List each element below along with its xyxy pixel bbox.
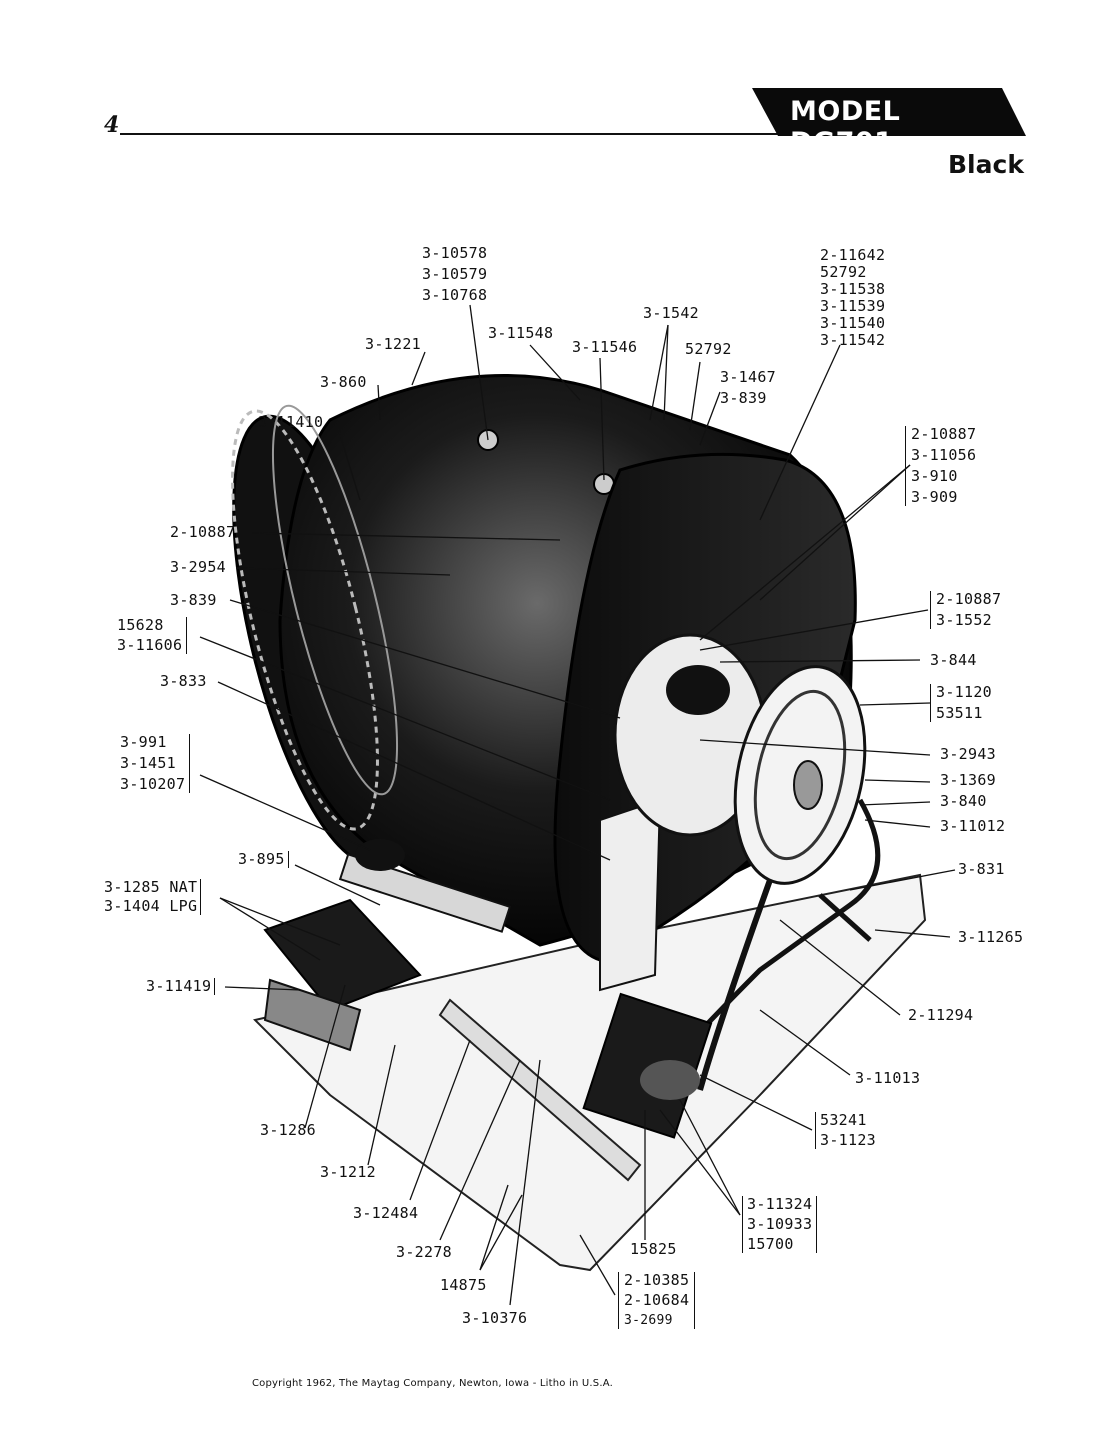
- label-group-3-1285: 3-1285 NAT 3-1404 LPG: [104, 878, 202, 915]
- label-group-15628: 15628 3-11606: [117, 616, 188, 654]
- part-label: 3-839: [170, 591, 217, 609]
- part-label: 3-1369: [940, 771, 996, 789]
- part-label: 3-991: [120, 733, 167, 751]
- part-label: 14875: [440, 1276, 487, 1294]
- part-label: 3-839: [720, 389, 767, 407]
- part-label: 3-11542: [820, 331, 886, 349]
- part-label: 3-11324: [747, 1195, 813, 1213]
- part-label: 2-10887: [936, 590, 1002, 608]
- part-label: 3-2278: [396, 1243, 452, 1261]
- part-label: 2-10385: [624, 1271, 690, 1289]
- part-label: 2-11642: [820, 246, 886, 264]
- part-label: 2-10684: [624, 1291, 690, 1309]
- part-label: 52792: [685, 340, 732, 358]
- part-label: 52792: [820, 263, 867, 281]
- part-label: 3-1552: [936, 611, 992, 629]
- burner-assembly: [263, 839, 512, 1052]
- motor-belt-assembly: [582, 798, 881, 1139]
- part-label: 3-11548: [488, 324, 554, 342]
- part-label: 3-11606: [117, 636, 183, 654]
- blower-housing: [613, 633, 867, 885]
- header-rule: [120, 133, 780, 135]
- part-label: 3-11419: [146, 978, 216, 995]
- part-label: 3-11539: [820, 297, 886, 315]
- part-label: 3-1212: [320, 1163, 376, 1181]
- part-label: 15700: [747, 1235, 794, 1253]
- label-group-3-10578: 3-10578 3-10579 3-10768: [422, 245, 487, 304]
- part-label: 2-11294: [908, 1006, 974, 1024]
- part-label: 3-1123: [820, 1131, 876, 1149]
- label-group-3-1120: 3-1120 53511: [930, 684, 992, 722]
- part-label: 3-1542: [643, 304, 699, 322]
- part-label: 3-1120: [936, 683, 992, 701]
- model-title: MODEL DG701: [790, 96, 901, 158]
- part-label: 53241: [820, 1111, 867, 1129]
- part-label: 3-10579: [422, 265, 488, 283]
- part-label: 3-1286: [260, 1121, 316, 1139]
- part-label: 3-895: [238, 851, 289, 868]
- label-group-53241: 53241 3-1123: [815, 1112, 876, 1149]
- part-label: 2-10887: [170, 523, 236, 541]
- part-label: 3-11012: [940, 817, 1006, 835]
- part-label: 3-11540: [820, 314, 886, 332]
- part-label: 2-10887: [911, 425, 977, 443]
- part-label: 3-909: [911, 488, 958, 506]
- label-group-2-11642: 2-11642 52792 3-11538 3-11539 3-11540 3-…: [820, 247, 885, 349]
- part-label: 3-12484: [353, 1204, 419, 1222]
- leader-lines: [199, 304, 956, 1306]
- label-group-2-10385: 2-10385 2-10684 3-2699: [618, 1271, 696, 1329]
- label-group-3-991: 3-991 3-1451 3-10207: [120, 733, 191, 793]
- model-banner: [752, 88, 1026, 136]
- part-label: 3-2954: [170, 558, 226, 576]
- part-label: 3-10207: [120, 775, 186, 793]
- part-label: 3-831: [958, 860, 1005, 878]
- part-label: 3-11538: [820, 280, 886, 298]
- label-group-2-10887-b: 2-10887 3-1552: [930, 591, 1001, 629]
- part-label: 3-1285 NAT: [104, 878, 198, 896]
- part-label: 3-844: [930, 651, 977, 669]
- part-label: 3-2699: [624, 1313, 673, 1328]
- part-label: 3-10933: [747, 1215, 813, 1233]
- part-label: 3-2943: [940, 745, 996, 763]
- part-label: 53511: [936, 704, 983, 722]
- label-group-2-10887-a: 2-10887 3-11056 3-910 3-909: [905, 426, 976, 506]
- part-label: 3-1221: [365, 335, 421, 353]
- part-label: 3-1467: [720, 368, 776, 386]
- part-label: 3-11265: [958, 928, 1024, 946]
- part-label: 3-10578: [422, 244, 488, 262]
- part-label: 3-11056: [911, 446, 977, 464]
- copyright-footer: Copyright 1962, The Maytag Company, Newt…: [252, 1378, 613, 1389]
- part-label: 3-1451: [120, 754, 176, 772]
- part-label: 3-11410: [258, 413, 324, 431]
- part-label: 3-860: [320, 373, 367, 391]
- part-label: 15825: [630, 1240, 677, 1258]
- part-label: 3-11013: [855, 1069, 921, 1087]
- part-label: 3-833: [160, 672, 207, 690]
- part-label: 15628: [117, 616, 164, 634]
- label-group-3-11324: 3-11324 3-10933 15700: [742, 1195, 818, 1253]
- part-label: 3-910: [911, 467, 958, 485]
- part-label: 3-10376: [462, 1309, 528, 1327]
- color-label: Black: [948, 150, 1024, 179]
- part-label: 3-11546: [572, 338, 638, 356]
- part-label: 3-1404 LPG: [104, 897, 198, 915]
- part-label: 3-10768: [422, 286, 488, 304]
- page-number: 4: [104, 112, 120, 138]
- part-label: 3-840: [940, 792, 987, 810]
